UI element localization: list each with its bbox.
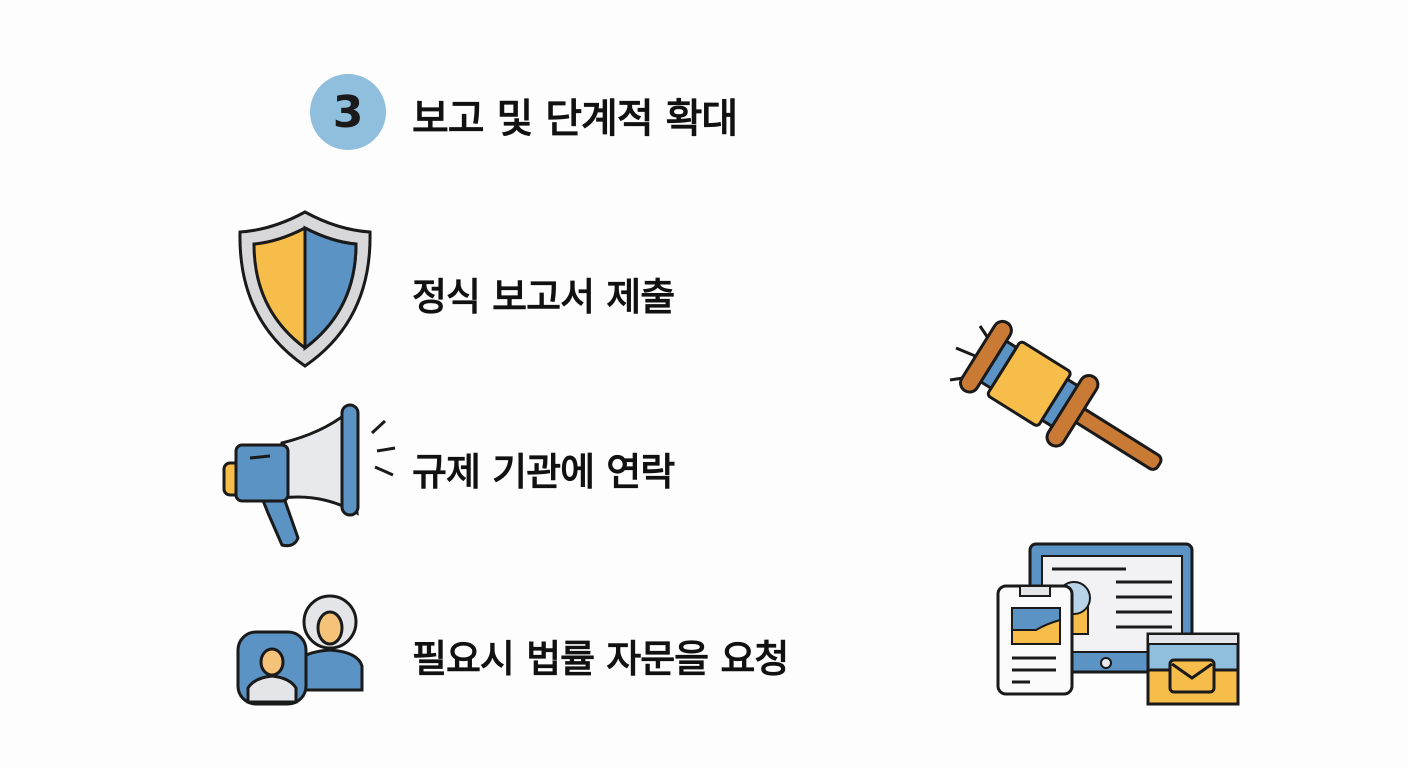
- shield-icon: [238, 210, 372, 368]
- item-label-contact-regulator: 규제 기관에 연락: [412, 450, 675, 494]
- megaphone-icon: [222, 403, 396, 548]
- item-label-legal-advice: 필요시 법률 자문을 요청: [412, 637, 789, 681]
- gavel-icon: [949, 319, 1163, 471]
- step-number-badge: 3: [310, 74, 386, 150]
- devices-icon: [996, 542, 1240, 706]
- people-icon: [236, 594, 364, 706]
- section-title: 보고 및 단계적 확대: [412, 96, 738, 142]
- item-label-report: 정식 보고서 제출: [412, 275, 675, 319]
